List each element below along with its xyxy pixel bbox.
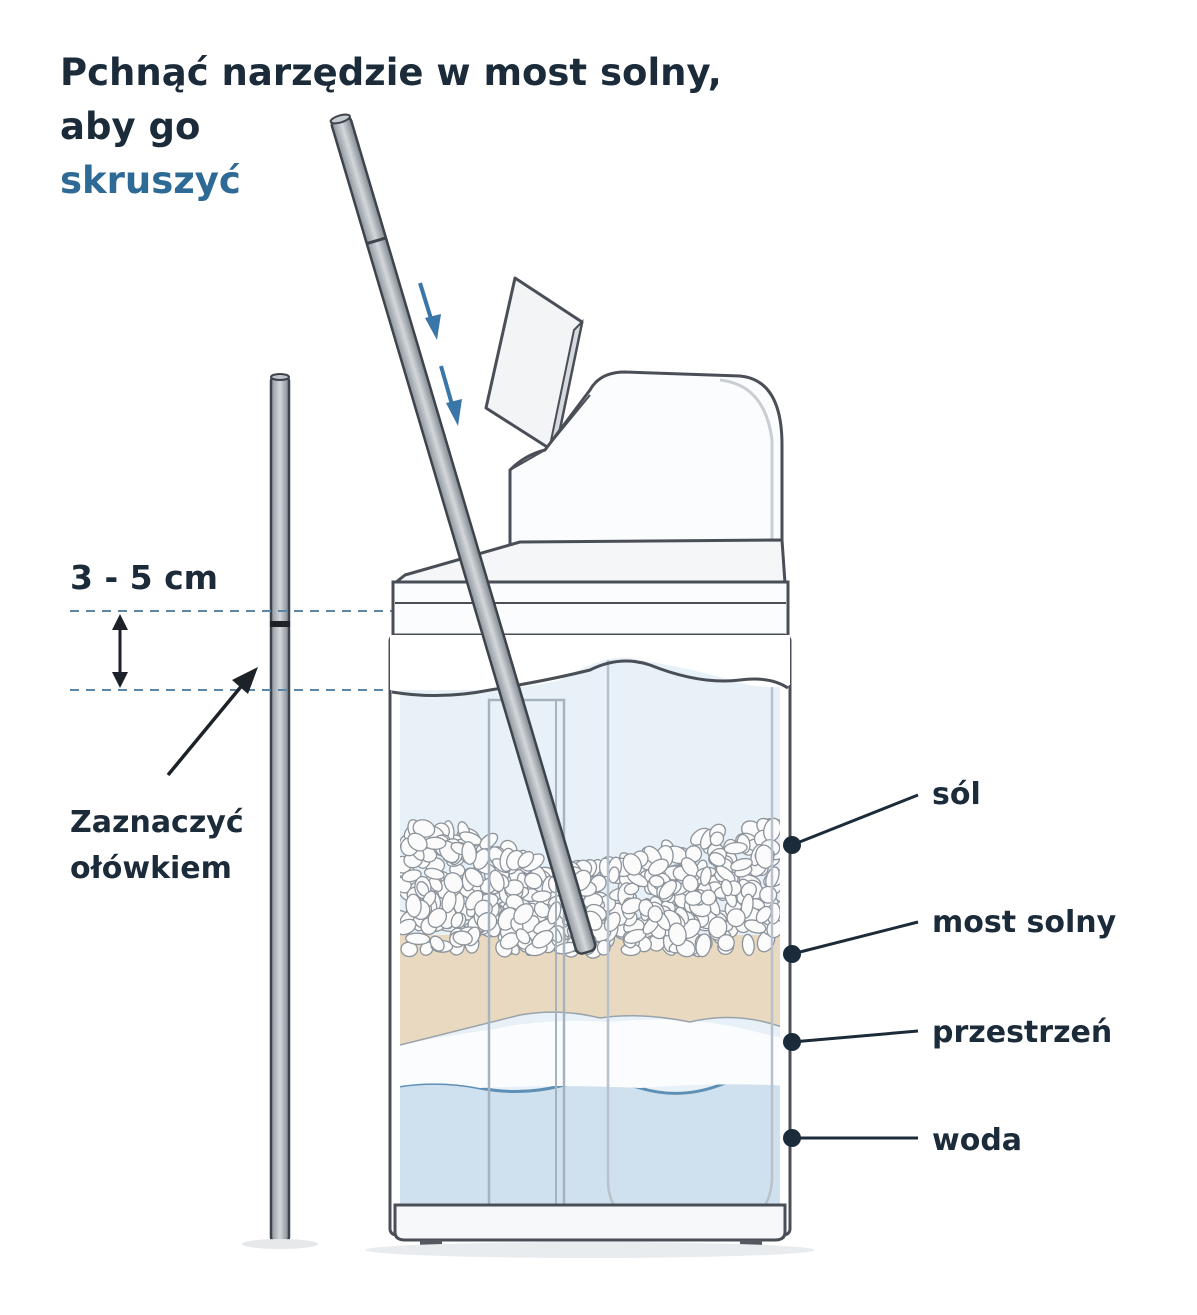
title-line-2: aby go <box>60 105 200 148</box>
layer-callouts <box>783 793 919 1147</box>
double-arrow-icon <box>112 614 128 688</box>
salt-pellet <box>452 930 473 946</box>
salt-pellet <box>759 885 778 904</box>
salt-pellet <box>708 852 726 867</box>
salt-pellet <box>700 889 717 906</box>
pencil-mark <box>270 621 290 627</box>
salt-pellet <box>699 866 712 887</box>
label-space: przestrzeń <box>932 1015 1112 1050</box>
measure-guides <box>70 610 395 691</box>
space-layer <box>400 1019 780 1088</box>
callout-water <box>783 1129 918 1147</box>
push-arrow-icon <box>439 365 462 426</box>
salt-pellet <box>622 853 643 876</box>
salt-pellet <box>547 901 562 925</box>
salt-pellet <box>524 872 543 890</box>
label-water: woda <box>932 1123 1022 1158</box>
control-head <box>508 370 784 547</box>
label-salt-bridge: most solny <box>932 905 1117 940</box>
salt-pellet <box>647 858 669 876</box>
salt-pellet <box>623 882 640 896</box>
salt-pellet <box>531 890 552 903</box>
salt-pellet <box>443 872 464 894</box>
salt-pellet <box>531 929 554 949</box>
title-line-3: skruszyć <box>60 159 241 202</box>
water-softener <box>365 276 815 1258</box>
mark-note-line-2: ołówkiem <box>70 851 232 886</box>
cabinet-rim <box>391 580 790 639</box>
salt-pellet <box>513 903 534 925</box>
salt-pellet <box>647 905 663 923</box>
pointer-arrow-icon <box>166 667 258 777</box>
salt-pellet <box>476 912 498 932</box>
salt-pellet <box>723 841 748 855</box>
mark-note-line-1: Zaznaczyć <box>70 805 244 840</box>
salt-bridge-layer <box>400 935 780 1045</box>
cabinet-base <box>393 1203 787 1242</box>
callout-space <box>783 1029 919 1051</box>
salt-pellet <box>708 916 728 939</box>
salt-pellet <box>429 935 445 952</box>
salt-pellet <box>648 874 665 888</box>
salt-pellet <box>717 934 735 952</box>
stick-shadow <box>242 1239 318 1249</box>
salt-pellet <box>668 922 687 947</box>
salt-pellet <box>741 933 755 957</box>
measure-label: 3 - 5 cm <box>70 558 218 597</box>
salt-pellet <box>682 874 699 893</box>
salt-pellet <box>720 879 733 897</box>
salt-pellet <box>427 907 448 929</box>
salt-pellet <box>517 850 535 869</box>
salt-pellet <box>401 869 422 883</box>
measuring-stick <box>242 373 318 1249</box>
push-arrow-icons <box>418 282 462 426</box>
salt-pellet <box>730 857 753 872</box>
salt-pellet <box>407 832 428 852</box>
salt-pellet <box>450 911 464 929</box>
cabinet-shadow <box>365 1242 815 1258</box>
salt-pellet <box>489 869 505 893</box>
tool-rod <box>329 113 597 955</box>
brine-well <box>487 698 566 1225</box>
label-salt: sól <box>932 777 981 812</box>
salt-pellet <box>695 933 712 958</box>
salt-pellet <box>754 844 775 869</box>
instruction-title: Pchnąć narzędzie w most solny, aby go sk… <box>60 51 722 202</box>
salt-pellet <box>405 893 422 918</box>
salt-pellet <box>423 867 445 880</box>
salt-pellet <box>461 841 477 865</box>
salt-pellet <box>658 879 677 900</box>
salt-pellet <box>400 918 417 936</box>
salt-pellet <box>464 867 484 888</box>
salt-pellet <box>515 928 531 945</box>
push-arrow-icon <box>418 282 441 340</box>
water-layer <box>400 1077 780 1225</box>
salt-pellet <box>405 932 431 946</box>
callout-salt-bridge <box>783 920 919 963</box>
title-line-1: Pchnąć narzędzie w most solny, <box>60 51 722 94</box>
callout-salt <box>783 793 919 854</box>
salt-pellet <box>755 905 772 924</box>
salt-pellet <box>709 831 725 847</box>
salt-pellet <box>726 908 746 928</box>
